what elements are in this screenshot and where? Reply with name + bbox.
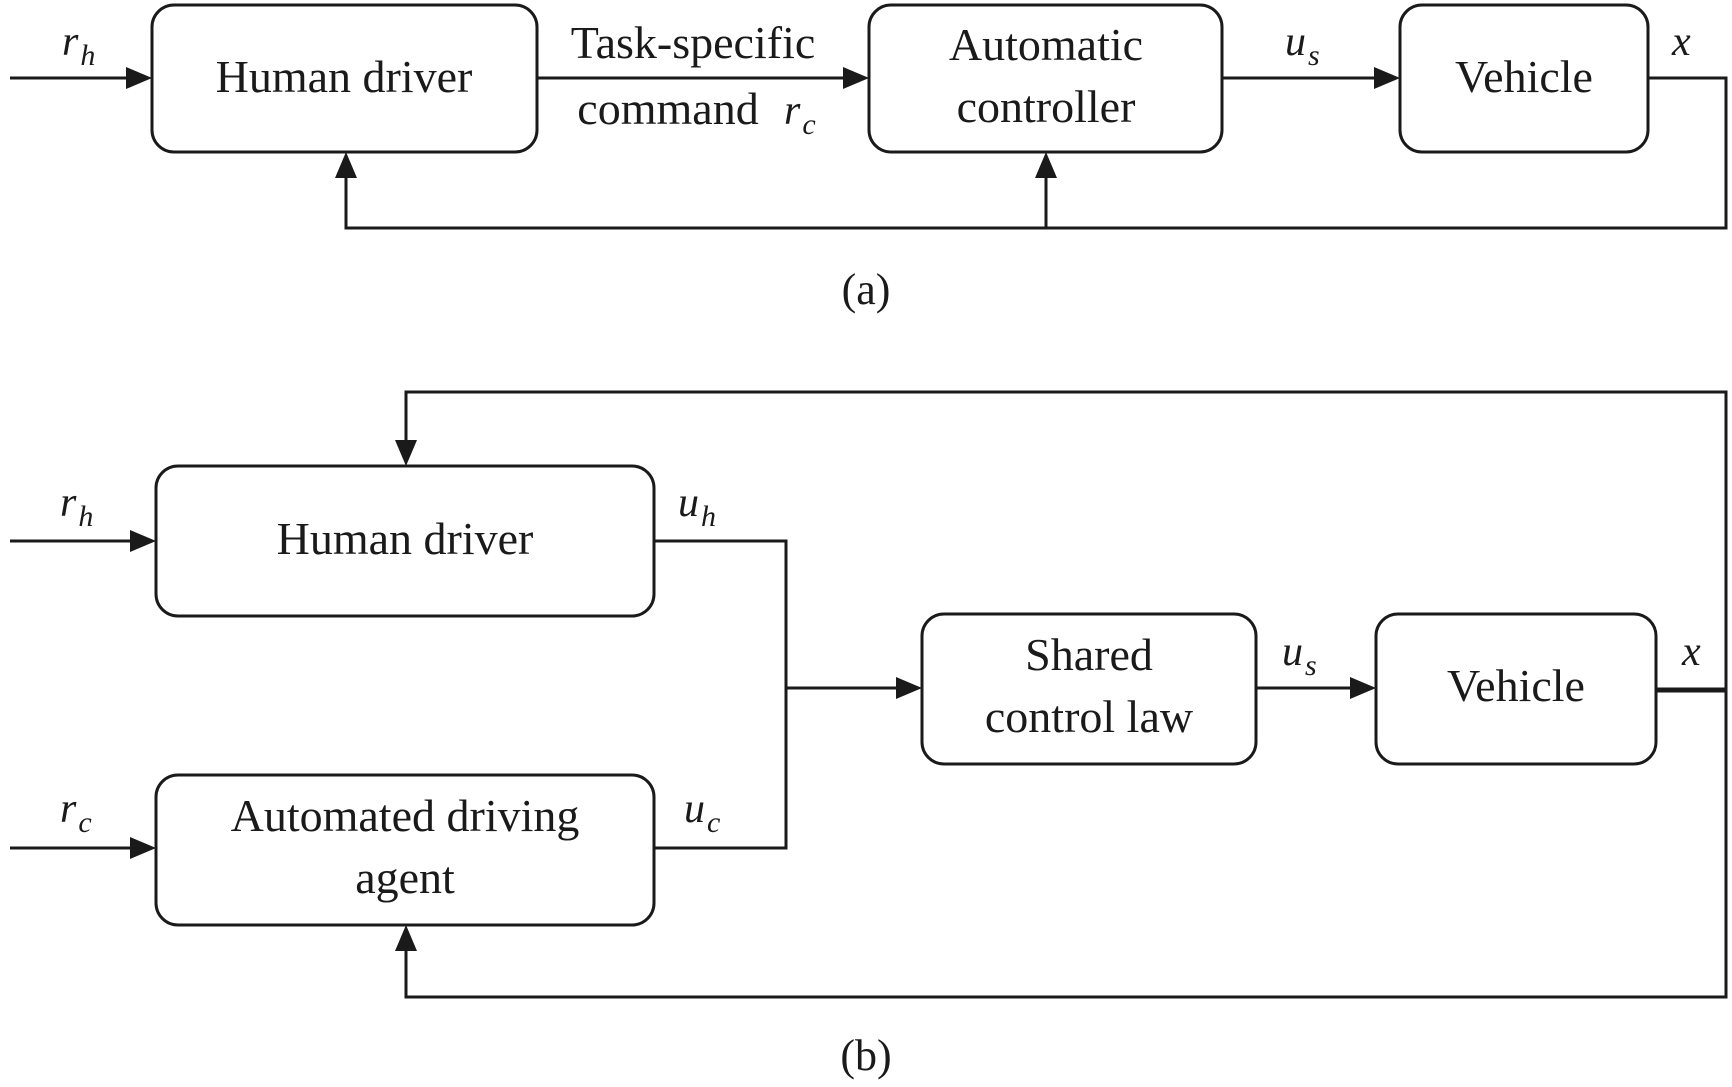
b-shared-label-line2: control law — [985, 691, 1194, 742]
b-agent-label-line1: Automated driving — [231, 790, 580, 841]
b-sum-junction-wire — [654, 539, 788, 850]
a-output-label: x — [1671, 19, 1691, 65]
b-agent-ref-label: rc — [60, 786, 92, 839]
diagram-a: rh Human driver Task-specific command rc… — [10, 3, 1728, 314]
a-input-arrowhead — [126, 67, 152, 89]
b-agent-label-line2: agent — [355, 852, 455, 903]
b-output-label: x — [1681, 629, 1701, 675]
b-vehicle-label: Vehicle — [1447, 660, 1585, 711]
a-command-label-line2: command — [577, 83, 758, 134]
b-agent-ref-arrowhead — [130, 837, 156, 859]
b-agent-out-label: uc — [684, 786, 720, 839]
b-combined-arrowhead — [896, 677, 922, 699]
a-control-label: us — [1285, 19, 1320, 72]
a-feedback-arrowhead-controller — [1035, 152, 1057, 178]
b-human-ref-arrowhead — [130, 530, 156, 552]
b-human-driver-label: Human driver — [277, 513, 534, 564]
a-controller-label-line2: controller — [957, 81, 1136, 132]
b-human-ref-label: rh — [60, 480, 93, 533]
b-feedback-top-wire — [404, 390, 1728, 688]
b-feedback-bottom-wire — [404, 688, 1728, 999]
a-command-arrowhead — [843, 67, 869, 89]
a-command-label-line1: Task-specific — [571, 17, 816, 68]
a-vehicle-label: Vehicle — [1455, 51, 1593, 102]
a-feedback-arrowhead-human — [335, 152, 357, 178]
b-control-arrowhead — [1350, 677, 1376, 699]
diagram-b: rh Human driver uh rc Automated driving … — [10, 390, 1728, 1080]
a-control-arrowhead — [1374, 67, 1400, 89]
b-feedback-bottom-arrowhead — [395, 925, 417, 951]
b-human-out-label: uh — [678, 480, 716, 533]
a-controller-label-line1: Automatic — [949, 19, 1143, 70]
a-input-label: rh — [62, 19, 95, 72]
b-caption: (b) — [840, 1031, 891, 1080]
b-control-label: us — [1282, 629, 1317, 682]
b-feedback-top-arrowhead — [395, 440, 417, 466]
b-shared-label-line1: Shared — [1025, 629, 1153, 680]
a-caption: (a) — [842, 265, 891, 314]
b-automated-agent-block — [154, 773, 656, 927]
a-command-var: rc — [784, 88, 816, 141]
a-feedback-wire — [344, 76, 1728, 230]
a-human-driver-label: Human driver — [216, 51, 473, 102]
